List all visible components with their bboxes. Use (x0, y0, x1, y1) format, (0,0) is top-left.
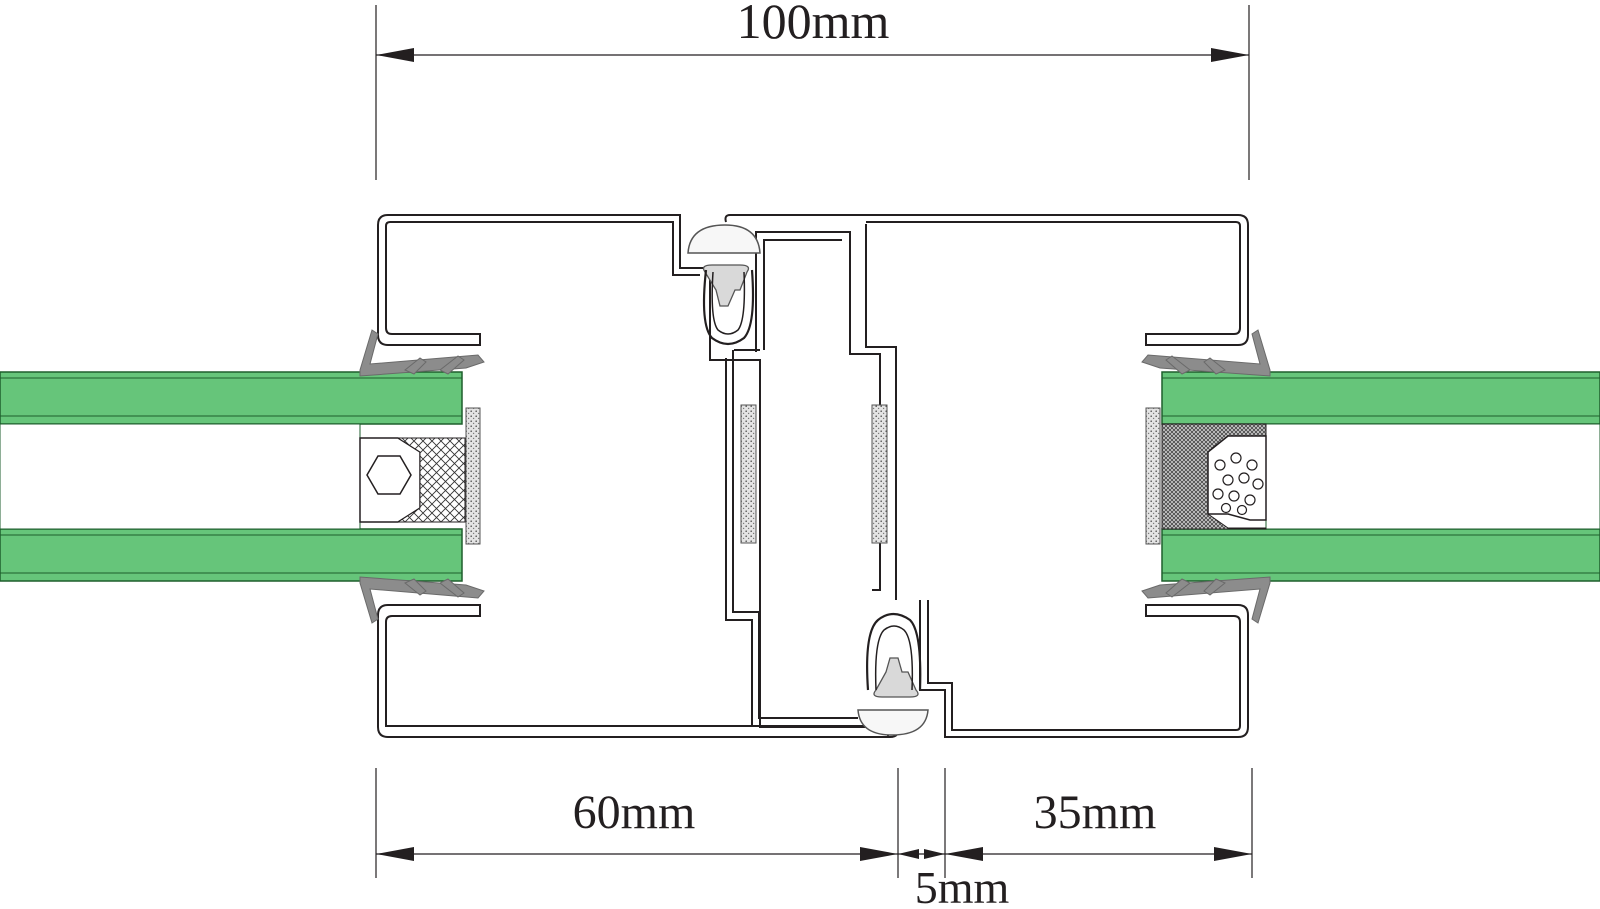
left-insulated-glass-unit (0, 371, 481, 582)
mullion-right-seal-strip (871, 404, 888, 544)
arrowhead-60-left (376, 847, 414, 861)
dimension-label-right: 35mm (1034, 786, 1157, 839)
dimension-overall (375, 5, 1250, 180)
dimension-bottom (375, 768, 1253, 878)
right-spacer-bar (1207, 435, 1267, 521)
arrowhead-35-right (1214, 847, 1252, 861)
right-glass-inner-pane (1161, 528, 1600, 582)
arrowhead-35-left (945, 847, 983, 861)
right-glass-outer-pane (1161, 371, 1600, 425)
top-clip-gasket (687, 224, 761, 346)
dimension-label-overall: 100mm (737, 0, 890, 49)
dimension-label-gap: 5mm (915, 862, 1010, 909)
arrowhead-60-right (860, 847, 898, 861)
right-frame-profile (724, 214, 1249, 738)
arrowhead-5-left (898, 849, 919, 859)
arrowhead-right (1211, 48, 1249, 62)
central-mullion-profile (725, 224, 897, 726)
dimension-label-left: 60mm (573, 786, 696, 839)
mullion-left-seal-strip (740, 404, 757, 544)
left-primary-sealant (396, 437, 466, 523)
arrowhead-5-right (924, 849, 945, 859)
left-desiccant-hexagon (366, 455, 412, 495)
right-insulated-glass-unit (1145, 371, 1600, 582)
arrowhead-left (376, 48, 414, 62)
right-edge-seal-strip (1145, 407, 1161, 545)
left-edge-seal-strip (465, 407, 481, 545)
bottom-clip-gasket (857, 612, 929, 736)
right-glazing-gaskets (1141, 329, 1271, 624)
right-desiccant-dots (1212, 452, 1264, 516)
left-glazing-gaskets (359, 329, 485, 624)
